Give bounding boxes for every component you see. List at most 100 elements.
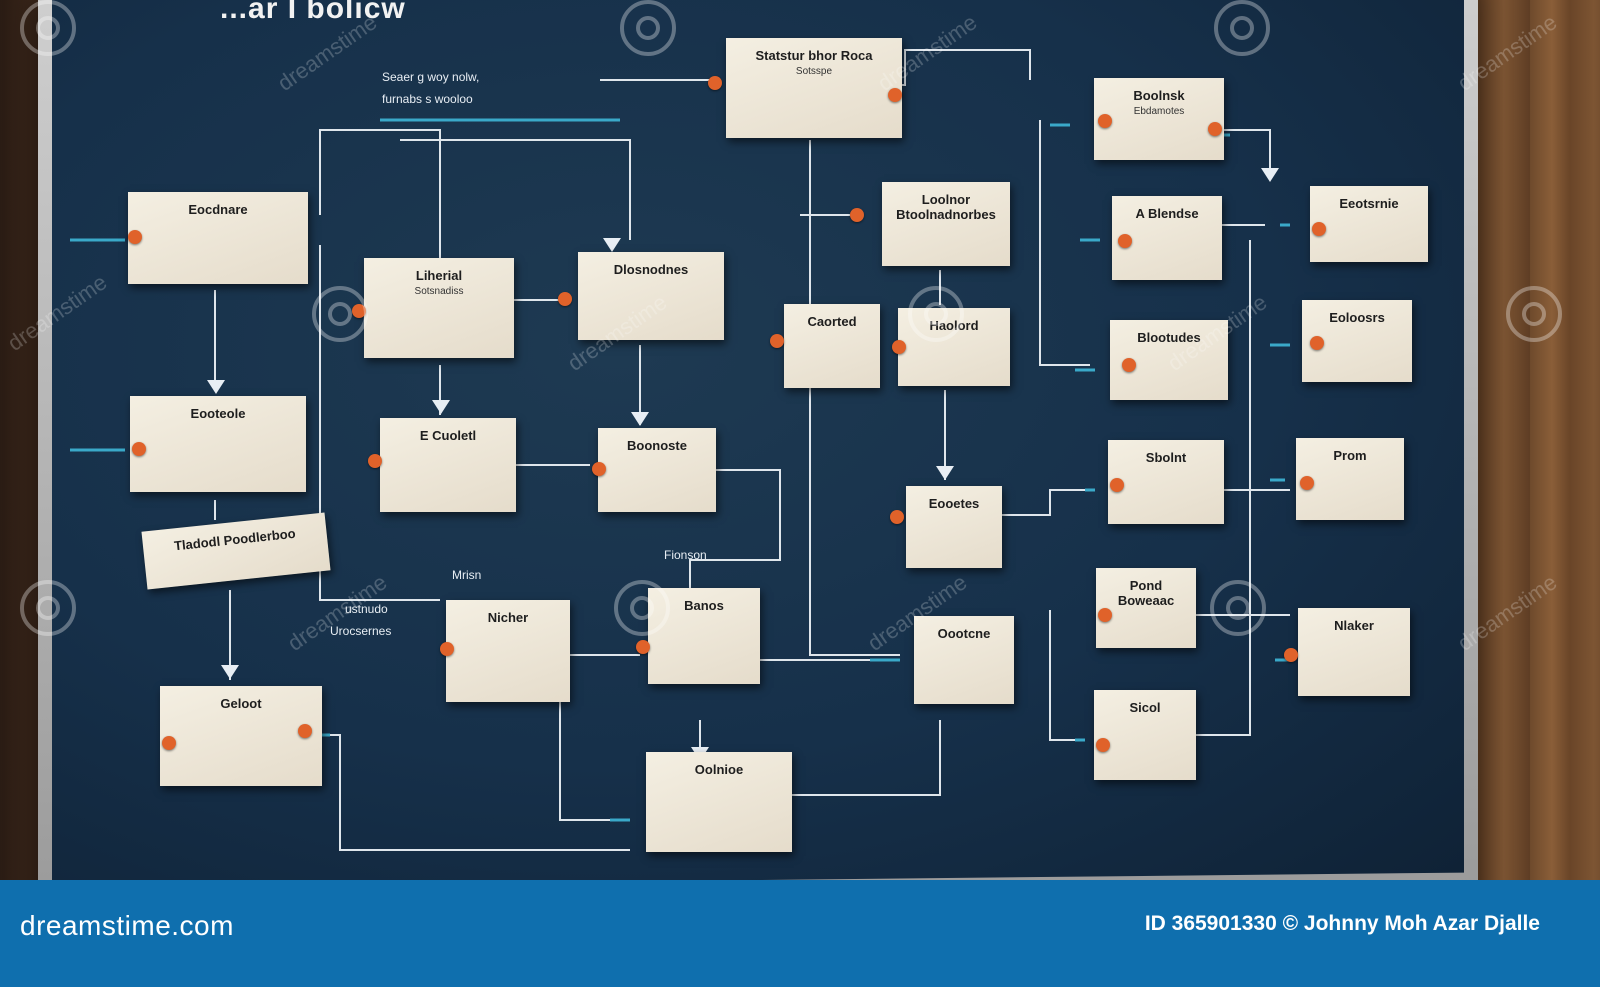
note-title: Boolnsk — [1133, 88, 1185, 103]
note-title: Nlaker — [1334, 618, 1374, 633]
connector-line — [689, 469, 781, 590]
flowchart-note: Oolnioe — [646, 752, 792, 852]
flowchart-note: Nlaker — [1298, 608, 1410, 696]
photo-scene: ...ar I bolicw Seaer g woy nolw, furnabs… — [0, 0, 1600, 898]
note-title: Dlosnodnes — [613, 262, 689, 277]
pin-icon — [888, 88, 902, 102]
note-body: Ebdamotes — [1133, 106, 1185, 117]
board-label: furnabs s wooloo — [382, 92, 473, 106]
flowchart-note: Boonoste — [598, 428, 716, 512]
flowchart-note: Sbolnt — [1108, 440, 1224, 524]
connector-line — [400, 139, 631, 240]
pin-icon — [1312, 222, 1326, 236]
flowchart-note: Geloot — [160, 686, 322, 786]
board-title: ...ar I bolicw — [220, 0, 406, 25]
note-title: E Cuoletl — [419, 428, 477, 443]
watermark-logo-icon — [20, 0, 76, 56]
note-title: Caorted — [807, 314, 857, 329]
dreamstime-logo: dreamstime.com — [20, 910, 234, 941]
note-title: Pond Boweaac — [1117, 578, 1175, 608]
watermark-logo-icon — [1214, 0, 1270, 56]
note-title: Prom — [1333, 448, 1367, 463]
pin-icon — [770, 334, 784, 348]
flowchart-note: Loolnor Btoolnadnorbes — [882, 182, 1010, 266]
arrow-head — [631, 412, 649, 426]
flowchart-note: E Cuoletl — [380, 418, 516, 512]
pin-icon — [636, 640, 650, 654]
pin-icon — [890, 510, 904, 524]
connector-line — [790, 720, 941, 796]
pin-icon — [1122, 358, 1136, 372]
note-title: Statstur bhor Roca — [755, 48, 873, 63]
note-title: Banos — [684, 598, 724, 613]
board-label: Seaer g woy nolw, — [382, 70, 480, 84]
pin-icon — [132, 442, 146, 456]
pin-icon — [850, 208, 864, 222]
arrow-head — [603, 238, 621, 252]
note-title: Eocdnare — [188, 202, 248, 217]
note-title: Eooteole — [190, 406, 246, 421]
pin-icon — [368, 454, 382, 468]
watermark-logo-icon — [20, 580, 76, 636]
pin-icon — [440, 642, 454, 656]
board-label: Urocsernes — [330, 624, 392, 638]
watermark-logo-icon — [620, 0, 676, 56]
pin-icon — [1284, 648, 1298, 662]
note-title: Tladodl Poodlerboo — [173, 525, 297, 554]
note-title: Eoloosrs — [1329, 310, 1385, 325]
arrow-head — [221, 665, 239, 679]
image-credit: ID 365901330 © Johnny Moh Azar Djalle — [1144, 912, 1540, 935]
connector-line — [319, 129, 441, 260]
flowchart-note: Nicher — [446, 600, 570, 702]
flowchart-note: Prom — [1296, 438, 1404, 520]
connector-line — [1190, 240, 1251, 736]
pin-icon — [1118, 234, 1132, 248]
watermark-logo-icon — [312, 286, 368, 342]
watermark-logo-icon — [1506, 286, 1562, 342]
pin-icon — [708, 76, 722, 90]
flowchart-note: Caorted — [784, 304, 880, 388]
pin-icon — [162, 736, 176, 750]
note-title: Eeotsrnie — [1339, 196, 1399, 211]
pin-icon — [1098, 608, 1112, 622]
pin-icon — [128, 230, 142, 244]
note-title: Liherial — [415, 268, 463, 283]
pin-icon — [298, 724, 312, 738]
connector-line — [559, 700, 630, 821]
pin-icon — [558, 292, 572, 306]
board-label: Mrisn — [452, 568, 482, 582]
arrow-head — [1261, 168, 1279, 182]
stock-footer-bar: dreamstime.com ID 365901330 © Johnny Moh… — [0, 880, 1600, 987]
connector-line — [1000, 489, 1090, 516]
note-title: Oootcne — [937, 626, 991, 641]
connector-line — [1049, 610, 1080, 741]
connector-line — [319, 245, 440, 601]
connector-line — [330, 734, 630, 851]
flowchart-note: Sicol — [1094, 690, 1196, 780]
flowchart-note: Eooetes — [906, 486, 1002, 568]
note-title: Sbolnt — [1145, 450, 1187, 465]
note-title: A Blendse — [1135, 206, 1199, 221]
watermark-logo-icon — [908, 286, 964, 342]
pin-icon — [1096, 738, 1110, 752]
board-label: ustnudo — [345, 602, 388, 616]
connector-line — [1205, 129, 1271, 180]
flowchart-note: Oootcne — [914, 616, 1014, 704]
pin-icon — [1300, 476, 1314, 490]
note-title: Eooetes — [928, 496, 980, 511]
note-title: Nicher — [487, 610, 529, 625]
note-body: Sotsspe — [795, 66, 833, 77]
note-title: Geloot — [220, 696, 262, 711]
watermark-logo-icon — [614, 580, 670, 636]
watermark-logo-icon — [1210, 580, 1266, 636]
note-body: Sotsnadiss — [414, 286, 464, 297]
flowchart-note: Dlosnodnes — [578, 252, 724, 340]
note-title: Loolnor Btoolnadnorbes — [896, 192, 996, 222]
flowchart-note: Eooteole — [130, 396, 306, 492]
board-label: Fionson — [664, 548, 707, 562]
arrow-head — [207, 380, 225, 394]
pin-icon — [1098, 114, 1112, 128]
